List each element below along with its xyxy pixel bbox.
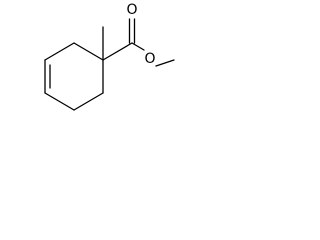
bond-carbonyl-to-ester-oxygen xyxy=(131,42,145,51)
bond-ester-oxygen-to-methyl xyxy=(155,59,175,67)
bond-ring-to-carbonyl-carbon xyxy=(102,42,133,61)
ring-bond-c2-c3 xyxy=(73,92,104,111)
carbonyl-oxygen-label: O xyxy=(126,2,137,18)
ring-bond-c3-c4 xyxy=(44,92,75,111)
chemical-structure: O O xyxy=(44,2,175,111)
ring-bond-c5-c6 xyxy=(44,42,75,61)
ester-oxygen-label: O xyxy=(144,51,155,67)
ring-bond-c6-c1 xyxy=(73,42,104,61)
